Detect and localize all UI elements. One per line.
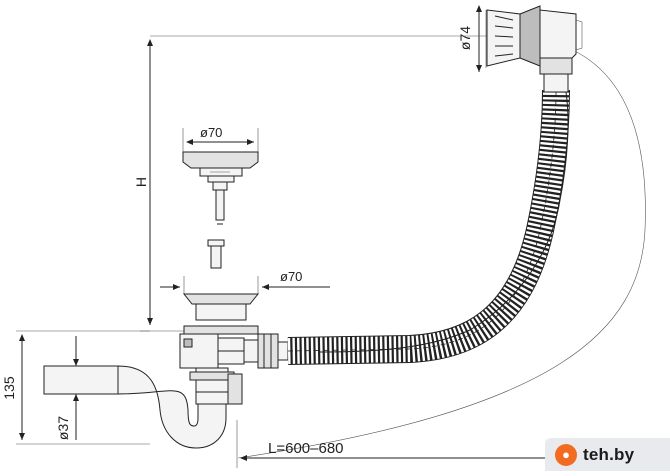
height-label: H (133, 177, 149, 187)
stopper-pin (207, 239, 225, 269)
site-logo-icon: ● (555, 443, 577, 466)
length-dimension: L=600–680 (236, 420, 560, 468)
pipe-diameter-dimension: ø37 (55, 336, 79, 440)
overflow-head (319, 5, 583, 353)
corrugated-hose (287, 89, 570, 365)
length-arc (237, 35, 646, 459)
drain-flange: ø70 (160, 269, 330, 321)
trap-height-label: 135 (1, 376, 17, 400)
drain-body (179, 325, 259, 369)
pipe-diameter-label: ø37 (55, 416, 71, 440)
siphon-trap (43, 365, 243, 449)
stopper-diameter-label: ø70 (200, 125, 222, 140)
overflow-diameter-dimension: ø74 (457, 5, 487, 72)
trap-height-dimension: 135 (1, 330, 150, 445)
overflow-diameter-label: ø74 (457, 26, 473, 50)
watermark-text: teh.by (583, 444, 635, 464)
length-label: L=600–680 (268, 440, 344, 457)
watermark: ● teh.by (545, 438, 670, 471)
drain-diameter-label: ø70 (280, 269, 302, 284)
stopper: ø70 (182, 125, 259, 225)
hose-fitting (243, 333, 289, 369)
